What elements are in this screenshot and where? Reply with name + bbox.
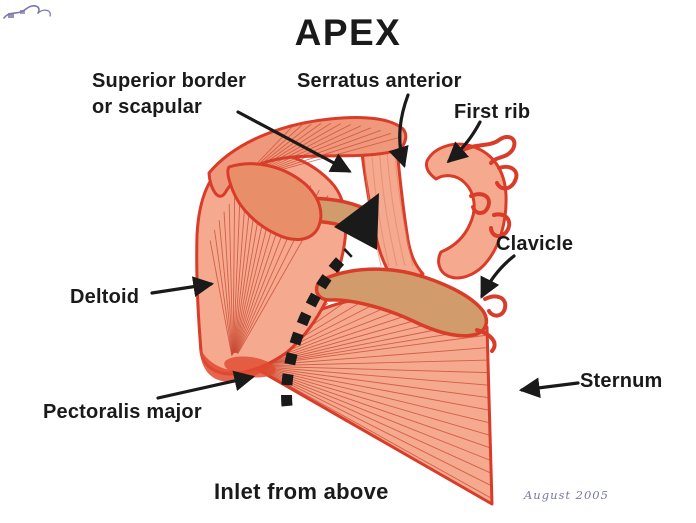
fiber-line (209, 240, 233, 357)
fiber-line (233, 186, 247, 354)
scapula-hook (226, 162, 323, 241)
label-deltoid: Deltoid (70, 286, 140, 308)
fiber-line (223, 211, 234, 355)
label-sternum: Sternum (580, 370, 663, 392)
fiber-line (253, 365, 490, 436)
apex-dashed-line (281, 247, 353, 407)
title-apex: APEX (294, 12, 402, 53)
pectoralis-pointer (156, 370, 256, 400)
serratus-anterior-pointer (388, 93, 410, 168)
fiber-line (253, 359, 489, 367)
label-superior-border-line2: or scapular (92, 96, 203, 118)
fiber-line (253, 365, 491, 486)
fiber-line (253, 365, 492, 499)
fiber-line (218, 220, 233, 355)
superior-border-pointer (236, 110, 352, 173)
fiber-line (232, 191, 241, 354)
clavicle-pointer (480, 254, 516, 299)
sternum-pointer (518, 377, 580, 399)
deltoid-pointer (150, 276, 215, 297)
label-first-rib: First rib (454, 101, 531, 123)
fiber-line (214, 229, 233, 356)
clavicle-bone (314, 267, 489, 338)
signature-date: August 2005 (524, 488, 609, 502)
apex-arrow (334, 193, 379, 250)
caption-inlet-from-above: Inlet from above (214, 479, 389, 504)
label-superior-border: Superior border or scapular (92, 68, 246, 120)
fiber-line (232, 197, 236, 354)
fiber-line (253, 365, 491, 449)
blood-vessels (459, 135, 519, 353)
fiber-line (253, 365, 491, 461)
fiber-line (253, 365, 490, 411)
label-clavicle: Clavicle (496, 233, 574, 255)
first-rib (425, 142, 508, 280)
label-serratus-anterior: Serratus anterior (297, 70, 462, 92)
signature-flourish-icon (3, 4, 51, 19)
fiber-line (253, 365, 491, 474)
label-pectoralis-major: Pectoralis major (43, 401, 202, 423)
fiber-line (253, 313, 439, 367)
label-superior-border-line1: Superior border (92, 70, 247, 92)
first-rib-pointer (446, 120, 482, 164)
fiber-line (253, 365, 489, 386)
fiber-line (228, 203, 234, 355)
fiber-line (253, 365, 490, 399)
fiber-line (253, 365, 489, 374)
